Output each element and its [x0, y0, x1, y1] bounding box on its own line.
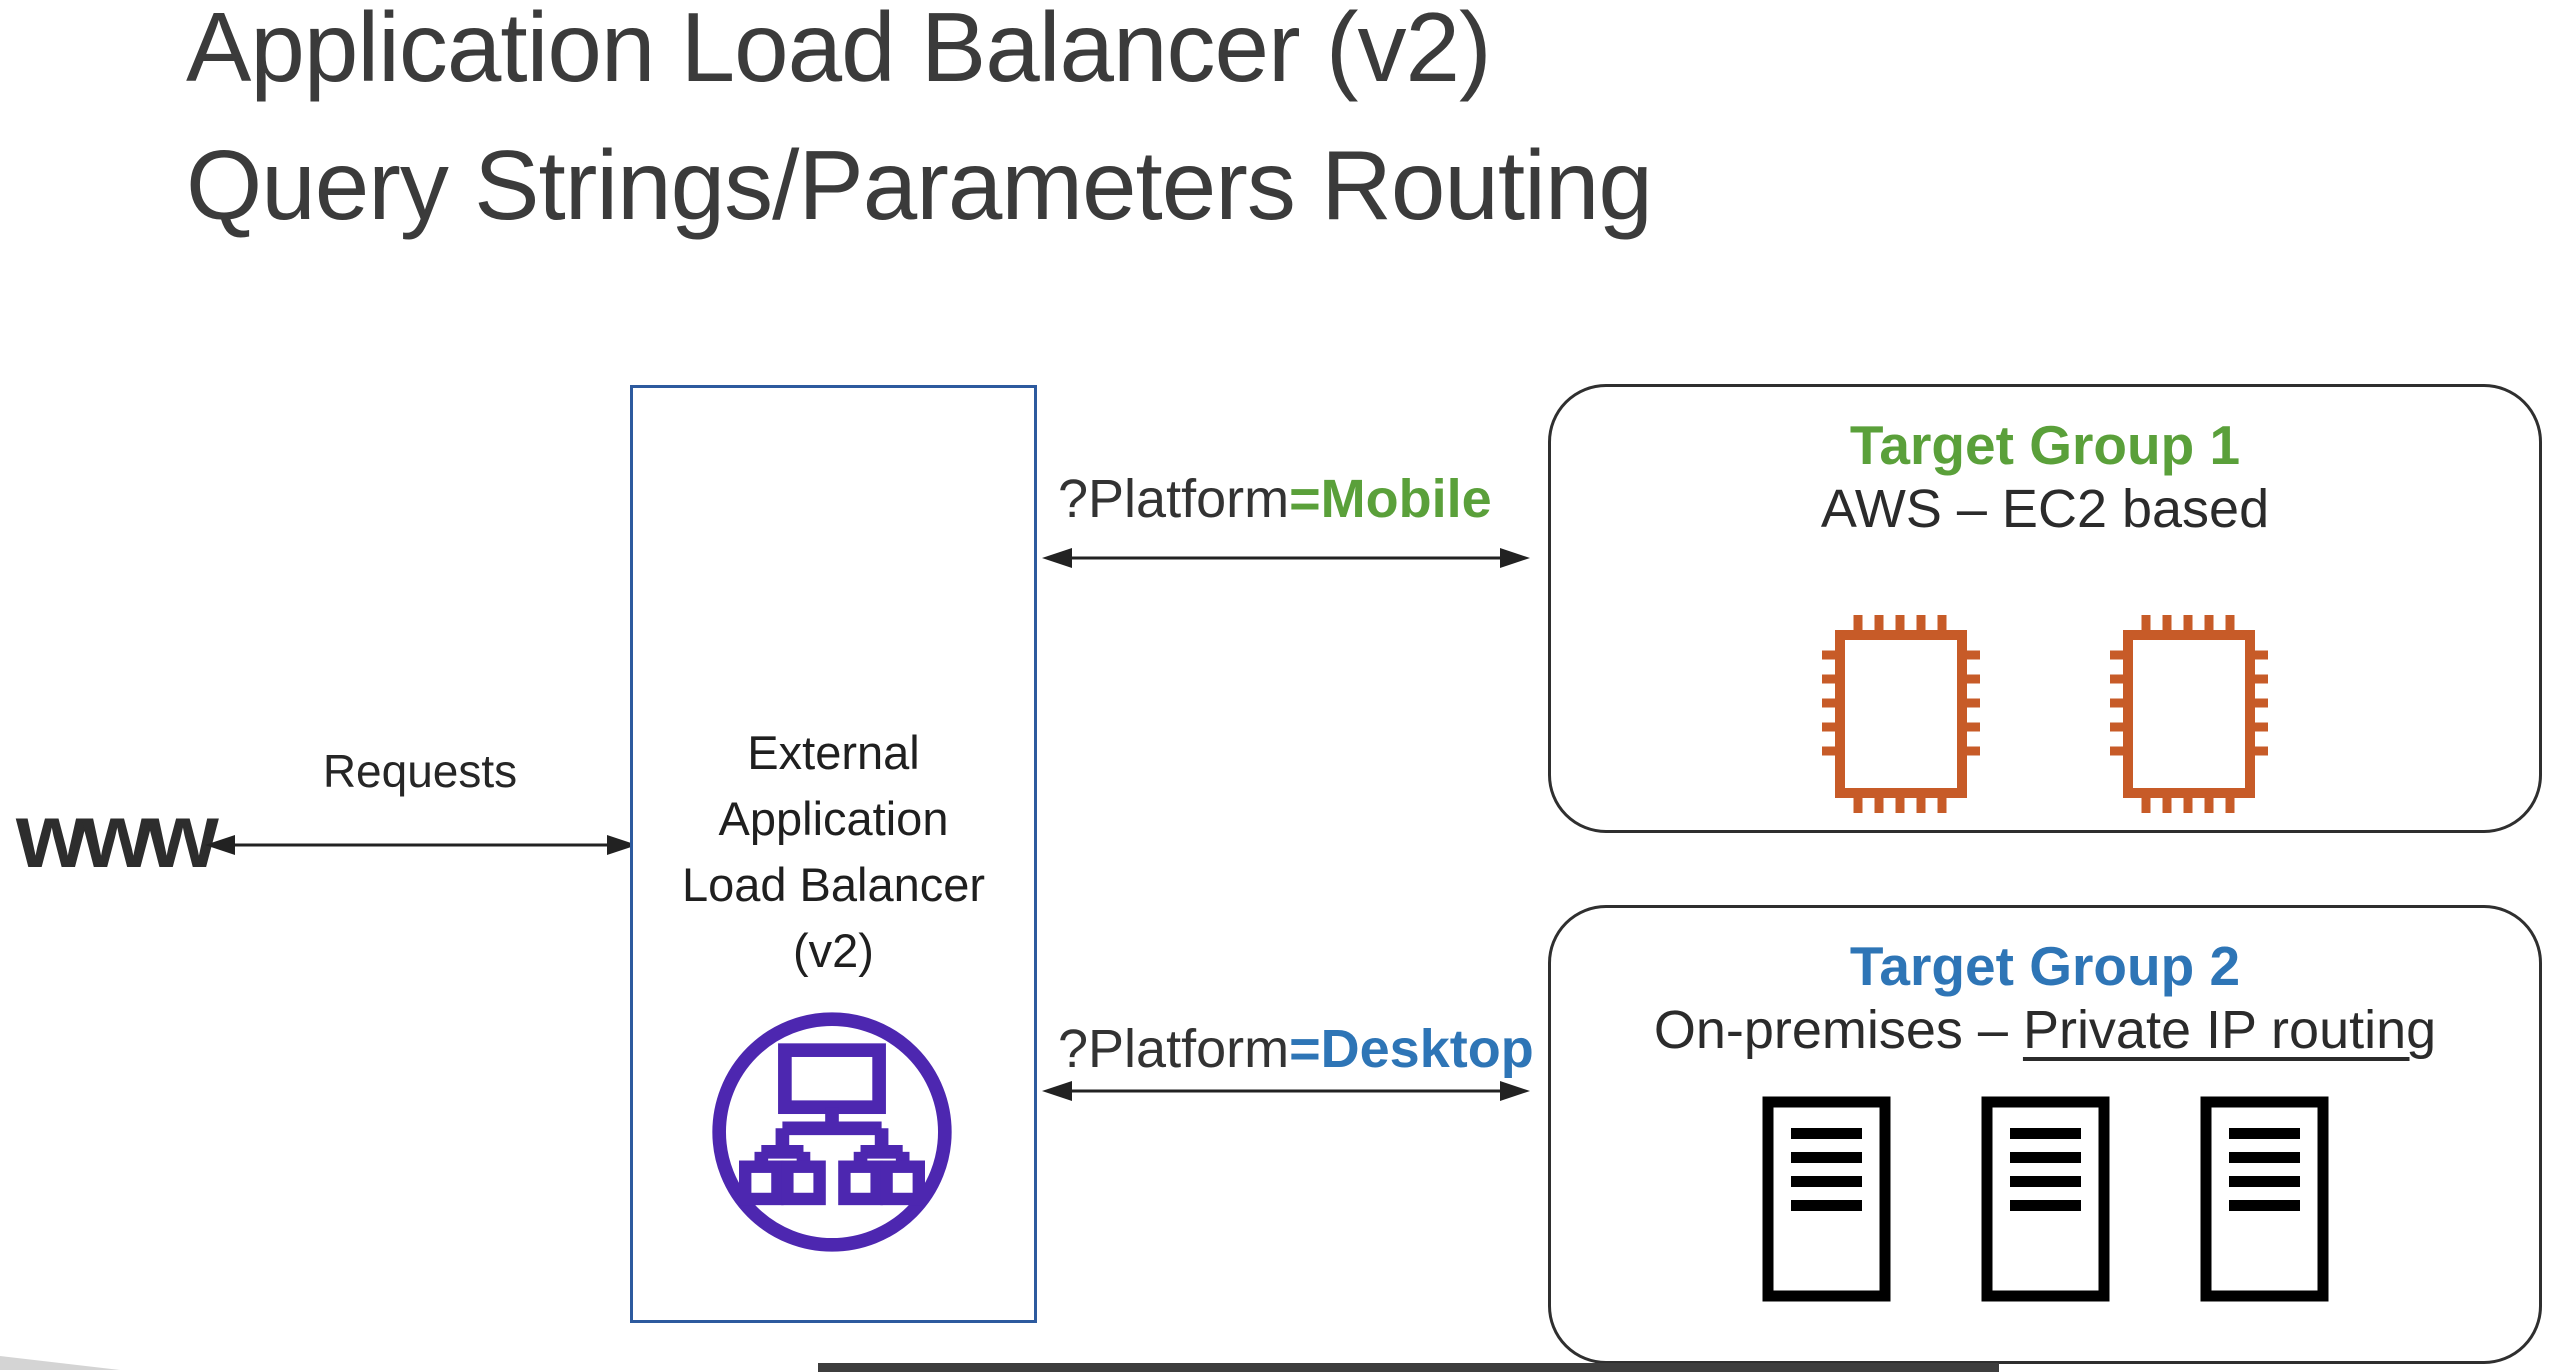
target-group-1-box: Target Group 1 AWS – EC2 based [1548, 384, 2542, 833]
server-icon [1981, 1096, 2109, 1302]
load-balancer-box [630, 385, 1037, 1323]
server-icon [1762, 1096, 1890, 1302]
route-prefix: ?Platform [1058, 1019, 1290, 1079]
route-label-desktop: ?Platform=Desktop [1058, 1018, 1534, 1080]
requests-label: Requests [322, 745, 518, 797]
route-label-mobile: ?Platform=Mobile [1058, 468, 1492, 530]
bottom-scrubber-bar [818, 1363, 1999, 1372]
target-group-2-subtitle-plain: On-premises – [1653, 1000, 2023, 1060]
route-value-desktop: =Desktop [1289, 1019, 1534, 1079]
load-balancer-label-line: External [747, 726, 920, 779]
target-group-1-subtitle: AWS – EC2 based [1820, 479, 2270, 539]
target-group-2-subtitle: On-premises – Private IP routing [1551, 998, 2539, 1062]
desktop-route-arrow [1042, 1081, 1530, 1101]
mobile-route-arrow [1042, 548, 1530, 568]
load-balancer-label-line: Load Balancer [681, 858, 986, 911]
server-icon [2200, 1096, 2328, 1302]
www-client-label: www [16, 785, 219, 887]
slide-title: Application Load Balancer (v2) Query Str… [186, 0, 1653, 254]
slide-title-line2: Query Strings/Parameters Routing [186, 130, 1653, 240]
requests-arrow [205, 835, 637, 855]
target-group-2-icons [1551, 1096, 2539, 1302]
target-group-1-icons [1551, 607, 2539, 822]
slide-title-line1: Application Load Balancer (v2) [186, 0, 1492, 102]
ec2-instance-icon [2110, 615, 2268, 813]
target-group-1-title: Target Group 1 [1849, 414, 2241, 476]
bottom-left-wedge [0, 1356, 120, 1370]
route-value-mobile: =Mobile [1289, 469, 1492, 529]
load-balancer-label-line: (v2) [793, 924, 874, 977]
route-prefix: ?Platform [1058, 469, 1290, 529]
load-balancer-icon-wrap [708, 1008, 956, 1256]
load-balancer-icon [712, 1012, 952, 1252]
target-group-2-subtitle-underlined: Private IP routing [2022, 1000, 2437, 1060]
load-balancer-label: External Application Load Balancer (v2) [630, 720, 1037, 984]
target-group-2-title: Target Group 2 [1849, 935, 2241, 997]
ec2-instance-icon [1822, 615, 1980, 813]
load-balancer-label-line: Application [718, 792, 949, 845]
target-group-2-box: Target Group 2 On-premises – Private IP … [1548, 905, 2542, 1364]
